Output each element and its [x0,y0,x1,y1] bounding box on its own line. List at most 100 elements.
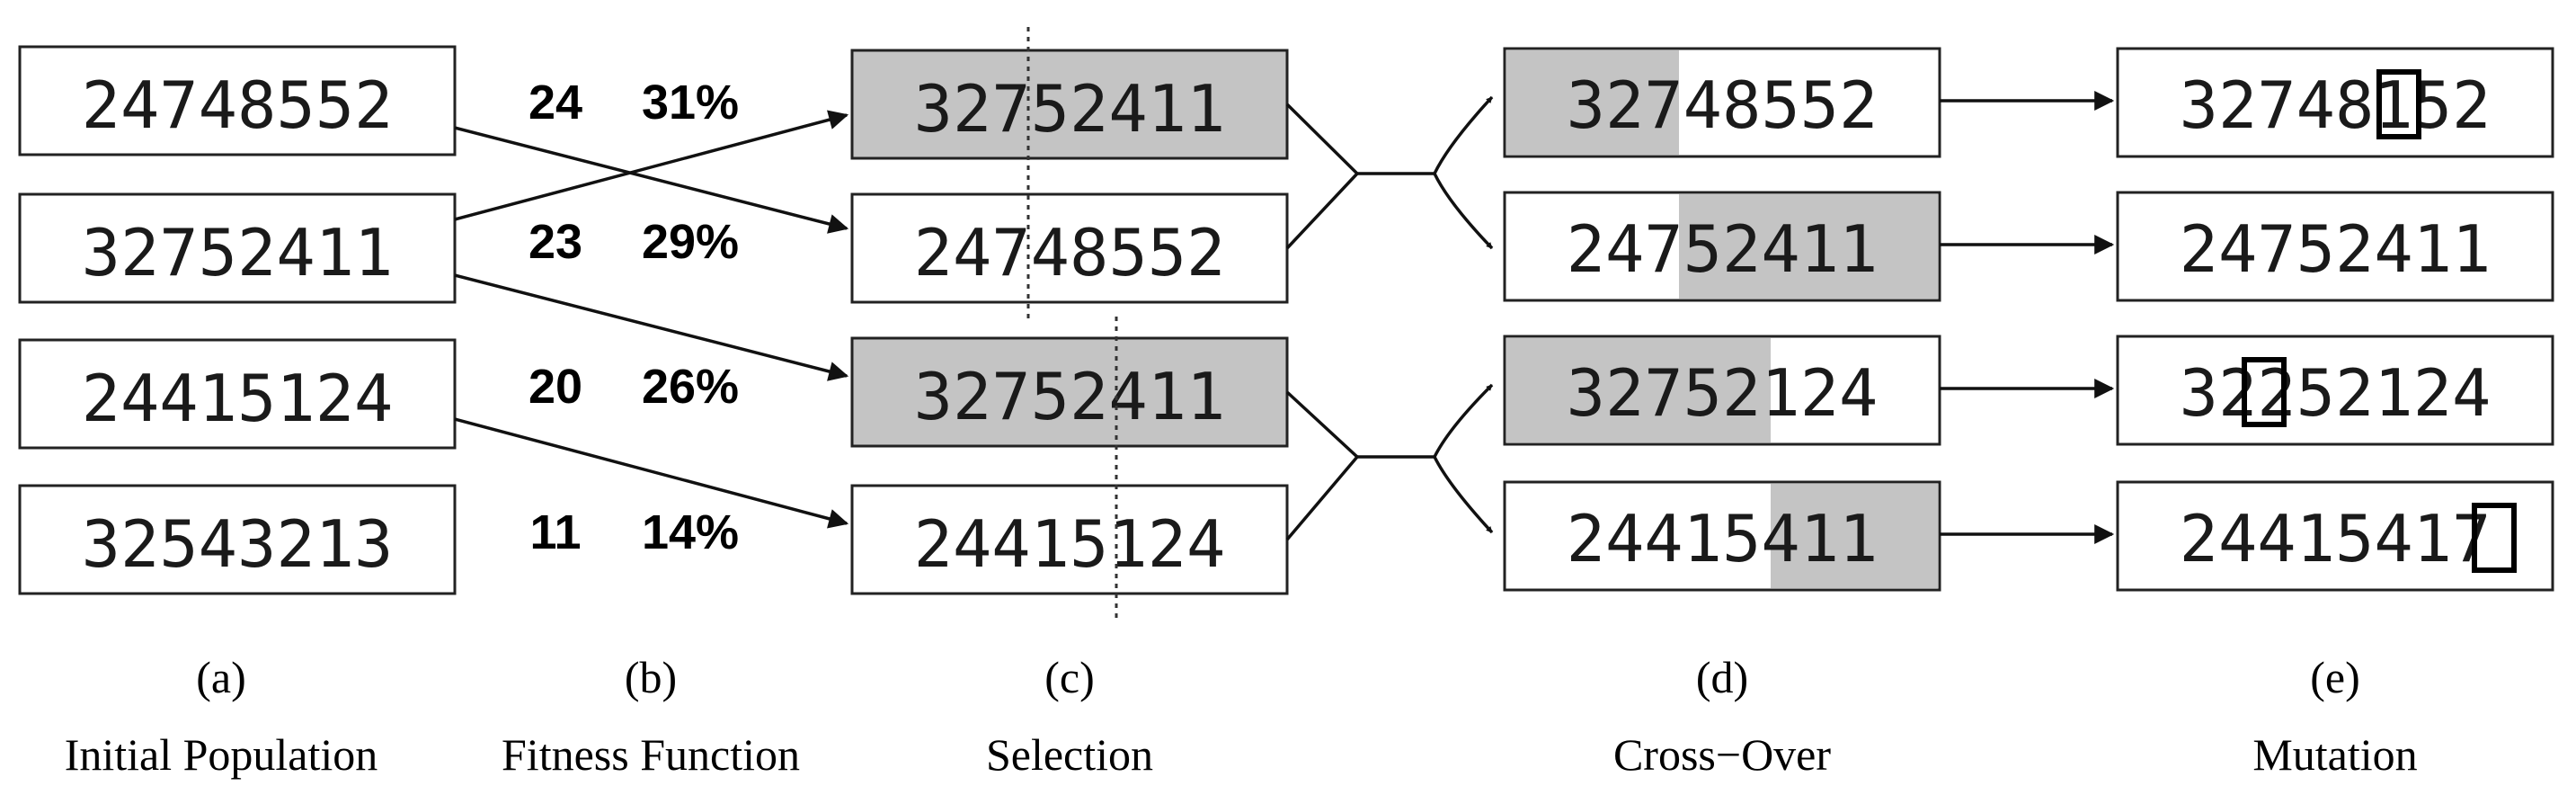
pair-bracket [1285,103,1360,250]
crossover-item: 32748552 [1503,47,1941,158]
selection-box-shaded [850,336,1289,448]
crossover-string: 32752124 [1567,355,1879,431]
crossover-string: 32748552 [1567,67,1879,143]
mutated-digit-highlight [2242,357,2287,427]
crossover-box-border [1503,480,1941,592]
crossover-column: 32748552 24752411 32752124 24415411 [1503,47,1941,592]
population-item: 32752411 [18,192,457,304]
mutated-digit-highlight [2376,69,2421,139]
selection-item: 24748552 [850,192,1289,304]
fitness-score: 24 [529,76,582,130]
crossover-parent-segment [1679,194,1938,299]
selection-item: 32752411 [850,336,1289,448]
selection-string: 32752411 [914,71,1226,147]
mutation-string: 24415417 [2180,501,2492,576]
population-item: 24748552 [18,45,457,156]
crossover-arrow [1433,383,1494,458]
caption-title: Selection [986,729,1153,780]
crossover-left-part: 24415 [1567,501,1762,576]
mutation-suffix: 52 [2413,67,2492,143]
crossover-left-part: 327 [1567,67,1683,143]
fitness-score: 23 [529,215,582,269]
population-string: 24415124 [82,361,394,436]
mutation-box [2116,191,2554,302]
crossover-arrow [1433,95,1494,174]
selection-arrow [454,110,849,221]
fitness-score: 11 [529,505,581,559]
fitness-percent: 26% [642,360,739,414]
crossover-arrow [1433,173,1494,250]
population-box [18,338,457,450]
mutation-item: 32748152 [2116,47,2554,158]
population-box [18,45,457,156]
crossover-box-border [1503,47,1941,158]
mutation-prefix: 24752411 [2180,211,2492,287]
crossover-string: 24415411 [1567,501,1879,576]
crossover-left-part: 247 [1567,211,1683,287]
selection-item: 32752411 [850,49,1289,160]
crossover-left-part: 32752 [1567,355,1762,431]
crossover-arrow [1433,456,1494,534]
mutated-digit: 2 [2257,355,2296,431]
caption-title: Cross−Over [1613,729,1831,780]
selection-box [850,484,1289,595]
selection-string: 24748552 [914,215,1226,290]
caption-letter: (a) [196,652,246,702]
pair-bracket [1285,390,1360,541]
population-box [18,192,457,304]
caption-letter: (b) [625,652,677,702]
mutation-arrows [1940,91,2115,544]
mutation-box [2116,335,2554,446]
fitness-percent: 14% [642,505,739,559]
crossover-box-border [1503,335,1941,446]
population-string: 32752411 [82,215,394,290]
mutation-item: 24415417 [2116,480,2554,592]
selection-box [850,192,1289,304]
fitness-percent: 29% [642,215,739,269]
crossover-right-part: 411 [1761,501,1878,576]
fitness-percent: 31% [642,76,739,130]
selection-column: 32752411 24748552 32752411 24415124 [850,27,1289,619]
mutation-item: 24752411 [2116,191,2554,302]
mutation-item: 32252124 [2116,335,2554,446]
mutation-box [2116,47,2554,158]
caption-title: Initial Population [65,729,378,780]
crossover-item: 24415411 [1503,480,1941,592]
crossover-item: 24752411 [1503,191,1941,302]
caption-letter: (c) [1044,652,1095,702]
crossover-parent-segment [1506,50,1679,155]
mutated-digit: 7 [2452,501,2491,576]
mutation-prefix: 32748 [2180,67,2375,143]
caption-title: Fitness Function [502,729,800,780]
caption-title: Mutation [2252,729,2417,780]
mutation-string: 24752411 [2180,211,2492,287]
selection-arrow [454,126,849,234]
selection-arrow [454,273,849,381]
fitness-score: 20 [529,360,582,414]
crossover-right-part: 48552 [1683,67,1879,143]
population-box [18,484,457,595]
captions: (a) Initial Population (b) Fitness Funct… [65,652,2418,780]
crossover-parent-segment [1506,338,1771,442]
mutation-string: 32252124 [2180,355,2492,431]
mutation-column: 32748152 24752411 32252124 24415417 [2116,47,2554,592]
selection-arrows [454,110,849,529]
crossover-connectors [1285,95,1494,541]
crossover-item: 32752124 [1503,335,1941,446]
crossover-right-part: 124 [1761,355,1878,431]
population-item: 32543213 [18,484,457,595]
selection-arrow [454,417,849,529]
caption-letter: (e) [2310,652,2360,702]
mutation-string: 32748152 [2180,67,2492,143]
crossover-box-border [1503,191,1941,302]
initial-population-column: 24748552 32752411 24415124 32543213 [18,45,457,595]
population-string: 32543213 [82,506,394,582]
caption-letter: (d) [1696,652,1748,702]
crossover-string: 24752411 [1567,211,1879,287]
selection-item: 24415124 [850,484,1289,595]
crossover-parent-segment [1771,484,1938,588]
mutated-digit-highlight [2472,503,2517,573]
crossover-right-part: 52411 [1683,211,1879,287]
fitness-column: 24 31% 23 29% 20 26% 11 14% [529,76,739,559]
